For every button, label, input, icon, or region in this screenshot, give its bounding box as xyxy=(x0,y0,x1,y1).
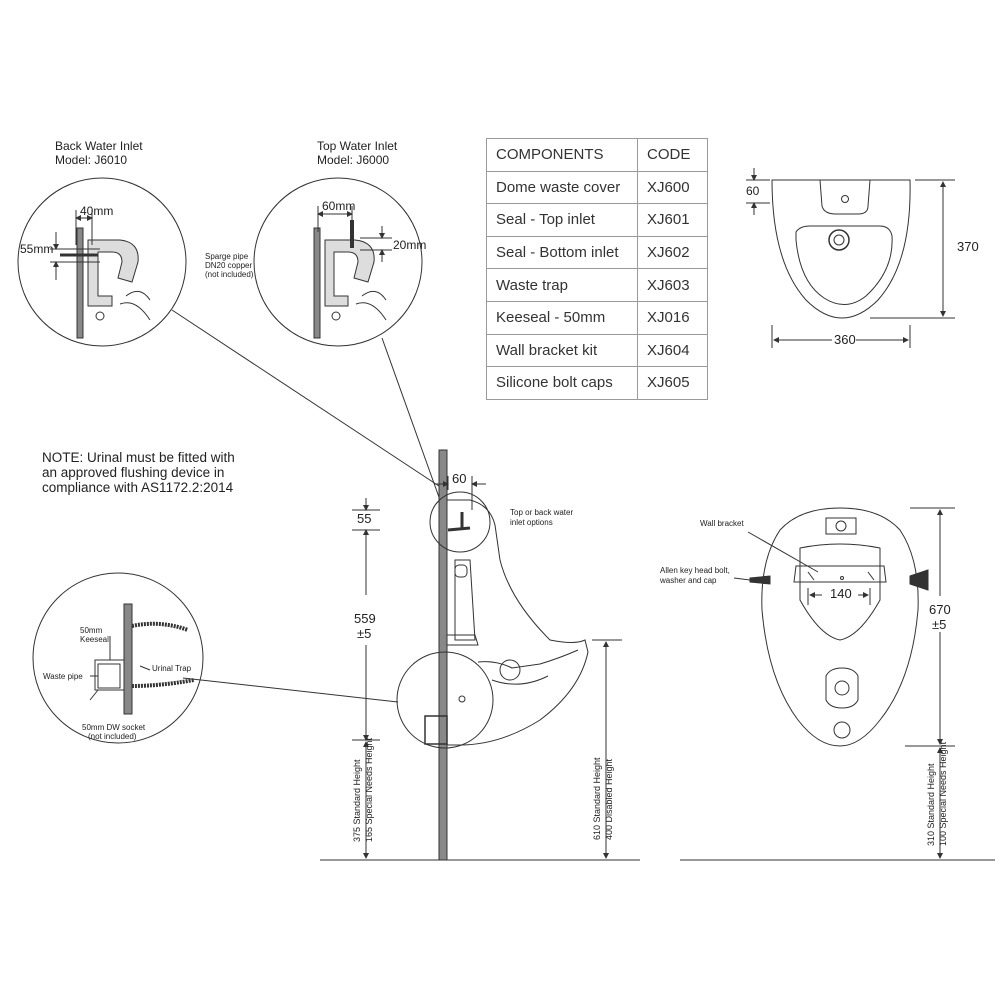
top-view-drawing xyxy=(746,168,955,348)
front-height-special: 100 Special Needs Height xyxy=(938,741,948,846)
back-inlet-detail xyxy=(17,177,187,347)
top-view-dim-360: 360 xyxy=(834,332,856,347)
back-inlet-title: Back Water Inlet xyxy=(55,139,143,153)
side-view-dim-559-tolerance: ±5 xyxy=(357,626,372,641)
sparge-note-1: Sparge pipe xyxy=(205,252,249,261)
top-inlet-dim-20mm: 20mm xyxy=(393,238,427,252)
component-code: XJ605 xyxy=(637,366,708,400)
front-height-standard: 310 Standard Height xyxy=(926,763,936,846)
component-code: XJ016 xyxy=(637,300,708,335)
note-line-3: compliance with AS1172.2:2014 xyxy=(42,480,234,495)
sparge-note-3: (not included) xyxy=(205,270,254,279)
sparge-note-2: DN20 copper xyxy=(205,261,253,270)
component-name: Seal - Top inlet xyxy=(486,203,638,237)
dw-socket-label-2: (not included) xyxy=(88,732,137,741)
header-code: CODE xyxy=(637,138,708,172)
urinal-trap-label: Urinal Trap xyxy=(152,664,192,673)
note-line-2: an approved flushing device in xyxy=(42,465,225,480)
dw-socket-label-1: 50mm DW socket xyxy=(82,723,146,732)
waste-pipe-label: Waste pipe xyxy=(43,672,83,681)
waste-detail xyxy=(32,572,204,744)
back-inlet-dim-55mm: 55mm xyxy=(20,242,54,256)
component-name: Wall bracket kit xyxy=(486,333,638,368)
front-view-drawing xyxy=(680,507,995,861)
component-name: Dome waste cover xyxy=(486,170,638,205)
note-line-1: NOTE: Urinal must be fitted with xyxy=(42,450,235,465)
front-view-dim-670: 670 xyxy=(929,602,951,617)
component-code: XJ600 xyxy=(637,170,708,205)
component-name: Seal - Bottom inlet xyxy=(486,235,638,270)
component-code: XJ601 xyxy=(637,203,708,237)
component-name: Keeseal - 50mm xyxy=(486,300,638,335)
table-header-row: COMPONENTS CODE xyxy=(486,138,708,172)
allen-key-label-2: washer and cap xyxy=(660,576,717,585)
side-view-drawing xyxy=(182,449,640,861)
top-inlet-model: Model: J6000 xyxy=(317,153,390,167)
component-name: Silicone bolt caps xyxy=(486,366,638,400)
back-inlet-model: Model: J6010 xyxy=(55,153,128,167)
component-code: XJ602 xyxy=(637,235,708,270)
keeseal-label-2: Keeseal xyxy=(80,635,109,644)
side-view-dim-60: 60 xyxy=(452,471,467,486)
side-height-right-disabled: 400 Disabled Height xyxy=(604,758,614,840)
inlet-note-2: inlet options xyxy=(510,518,553,527)
keeseal-label-1: 50mm xyxy=(80,626,103,635)
top-view-dim-370: 370 xyxy=(957,239,979,254)
top-inlet-dim-60mm: 60mm xyxy=(322,199,356,213)
side-height-standard: 375 Standard Height xyxy=(352,759,362,842)
component-code: XJ603 xyxy=(637,268,708,302)
allen-key-label-1: Allen key head bolt, xyxy=(660,566,730,575)
back-inlet-dim-40mm: 40mm xyxy=(80,204,114,218)
component-code: XJ604 xyxy=(637,333,708,368)
side-height-special: 165 Special Needs Height xyxy=(364,737,374,842)
front-view-dim-670-tolerance: ±5 xyxy=(932,617,947,632)
component-name: Waste trap xyxy=(486,268,638,302)
front-view-dim-140: 140 xyxy=(830,586,852,601)
header-components: COMPONENTS xyxy=(486,138,638,172)
inlet-note-1: Top or back water xyxy=(510,508,574,517)
top-view-dim-60: 60 xyxy=(746,184,760,198)
side-height-right-standard: 610 Standard Height xyxy=(592,757,602,840)
top-inlet-detail xyxy=(253,177,423,347)
wall-bracket-label: Wall bracket xyxy=(700,519,744,528)
side-view-dim-55: 55 xyxy=(357,511,372,526)
top-inlet-title: Top Water Inlet xyxy=(317,139,398,153)
side-view-dim-559: 559 xyxy=(354,611,376,626)
